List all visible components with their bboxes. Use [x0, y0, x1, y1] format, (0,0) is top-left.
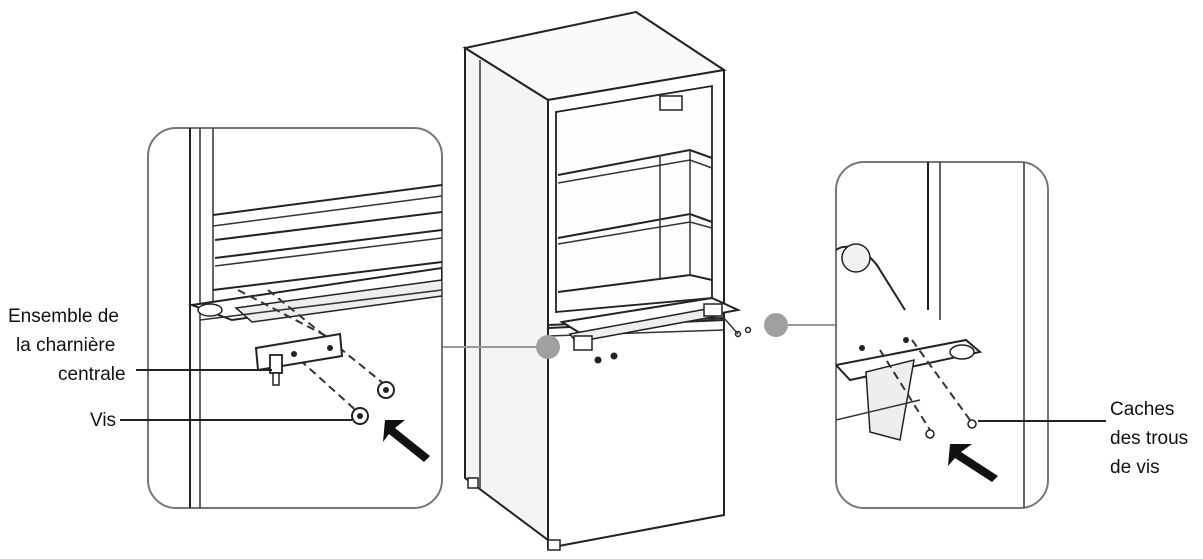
hinge-label-line2: la charnière [16, 335, 115, 356]
left-arrow-icon [383, 420, 430, 462]
right-detail-panel [835, 161, 1049, 509]
right-arrow-icon [948, 444, 998, 482]
covers-label-line3: de vis [1110, 457, 1160, 478]
hinge-label-line1: Ensemble de [8, 306, 119, 327]
hinge-label-line3: centrale [58, 364, 126, 385]
left-callout-dot [536, 335, 560, 359]
covers-label-line2: des trous [1110, 428, 1188, 449]
covers-label-line1: Caches [1110, 399, 1174, 420]
screw-label: Vis [90, 410, 116, 431]
right-callout-dot [764, 313, 788, 337]
refrigerator [462, 10, 752, 551]
left-detail-panel [147, 127, 443, 509]
